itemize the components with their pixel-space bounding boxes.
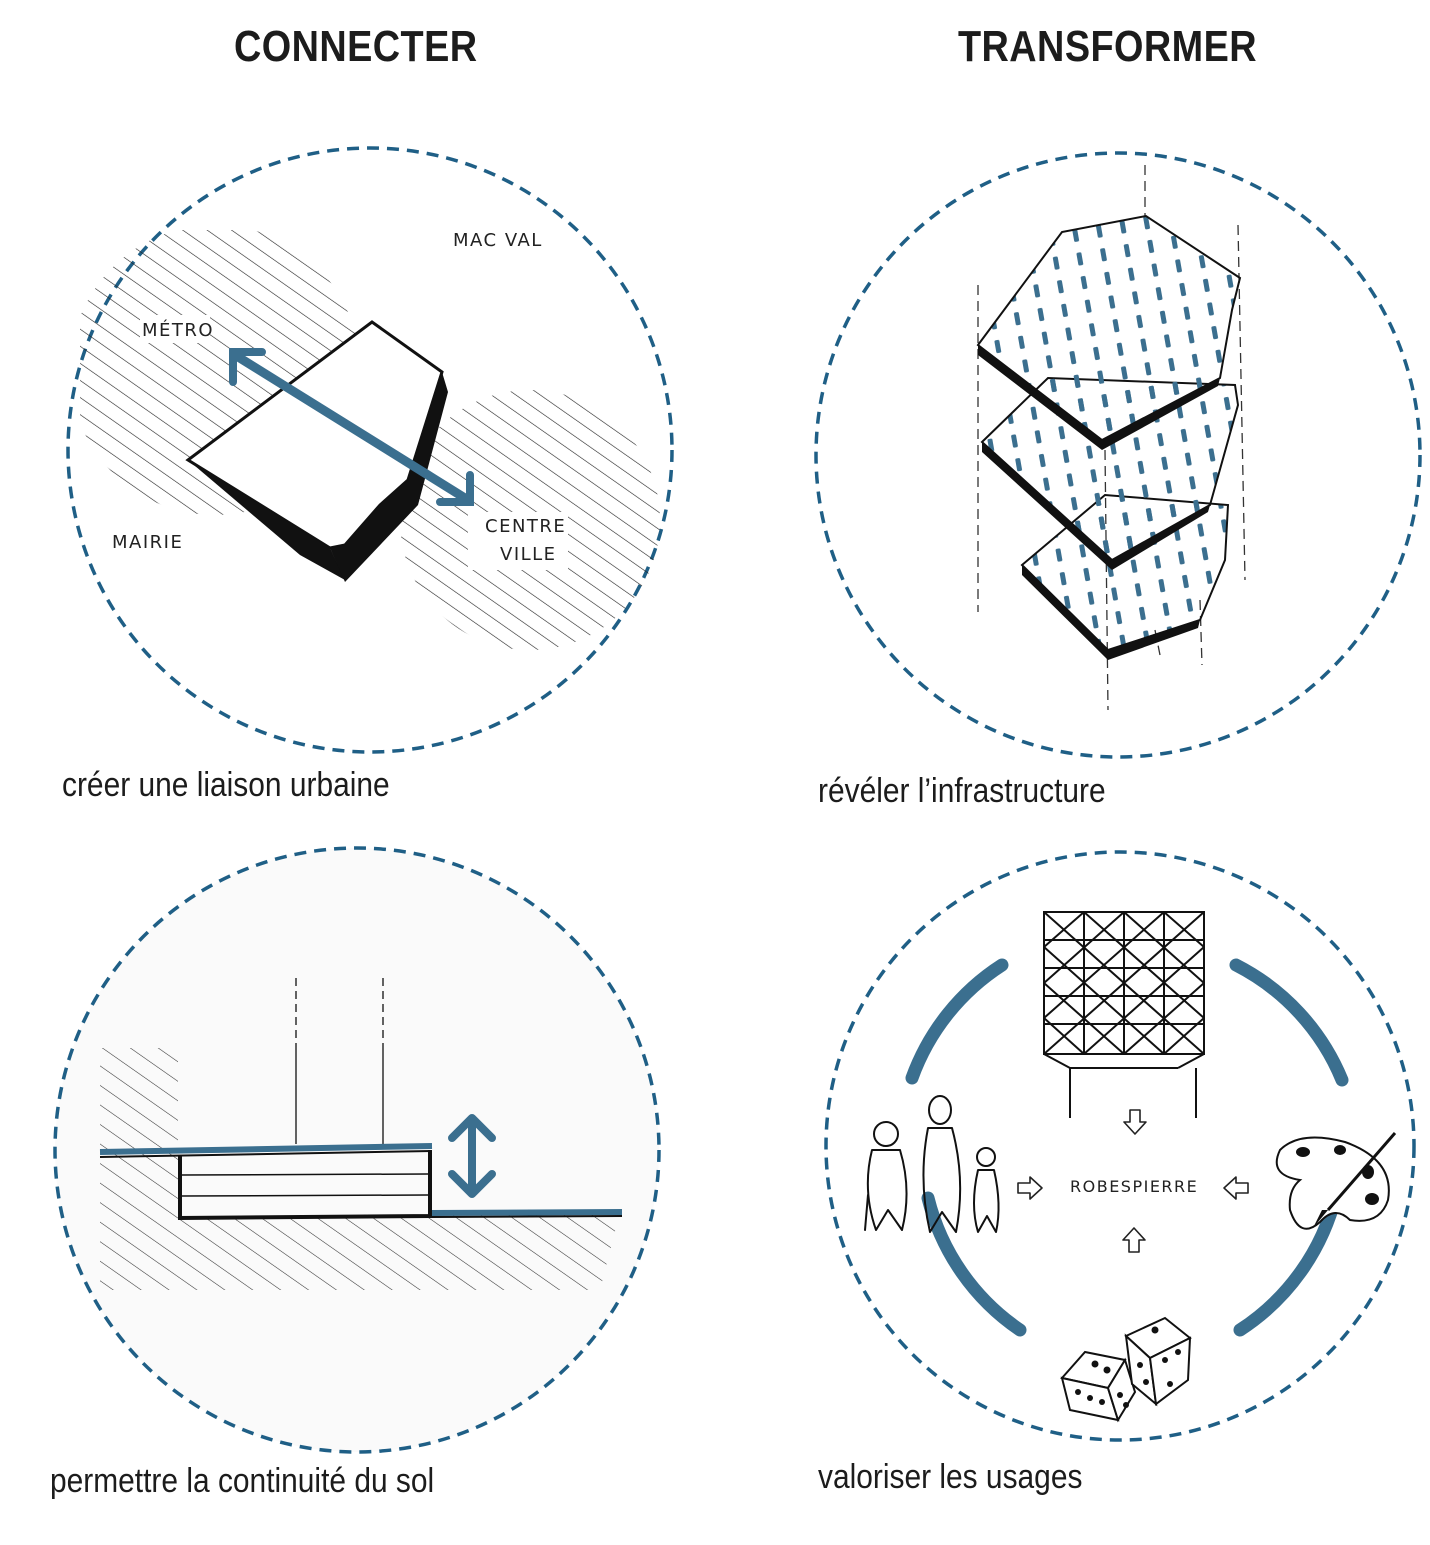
infrastructure-sketch [814,151,1422,759]
heading-connecter: CONNECTER [234,22,478,71]
building-right-face [330,372,448,582]
building-lattice-icon [1043,911,1205,1118]
label-metro: MÉTRO [142,319,214,341]
caption-infrastructure: révéler l’infrastructure [818,772,1106,810]
dice-pips [1075,1326,1181,1408]
people-icon [864,1095,1000,1233]
uses-sketch: ROBESPIERRE [824,850,1416,1442]
dashed-circle-br [824,850,1416,1442]
lower-ground-line [431,1209,623,1216]
arrow-down-icon [1123,1109,1147,1135]
level-arrow [448,1114,496,1198]
upper-ground-line [99,1143,433,1155]
label-ville: VILLE [500,544,557,565]
cycle-arcs [905,958,1349,1337]
sunken-volume [178,1150,432,1221]
urban-link-sketch: MÉTRO MAC VAL MAIRIE CENTRE VILLE [66,146,674,754]
caption-uses: valoriser les usages [818,1458,1083,1496]
columns [295,978,384,1144]
label-centre: CENTRE [485,516,566,537]
arrow-right-icon [1017,1176,1043,1200]
arrow-left-icon [1223,1176,1249,1200]
building-left-face [188,460,345,580]
slab-top [976,214,1242,450]
heading-transformer: TRANSFORMER [958,22,1258,71]
label-mairie: MAIRIE [112,532,183,553]
dice-icon [1060,1316,1192,1423]
link-arrow [229,348,474,506]
caption-urban-link: créer une liaison urbaine [62,766,390,804]
caption-ground-continuity: permettre la continuité du sol [50,1462,435,1500]
arrow-up-icon [1122,1227,1146,1253]
label-robespierre: ROBESPIERRE [1070,1177,1198,1196]
palette-icon [1275,1132,1397,1230]
dashed-circle-tr [814,151,1422,759]
label-mac-val: MAC VAL [453,230,543,251]
ground-continuity-sketch [53,846,661,1454]
dashed-circle-tl [66,146,674,754]
flow-arrows [1017,1109,1249,1253]
